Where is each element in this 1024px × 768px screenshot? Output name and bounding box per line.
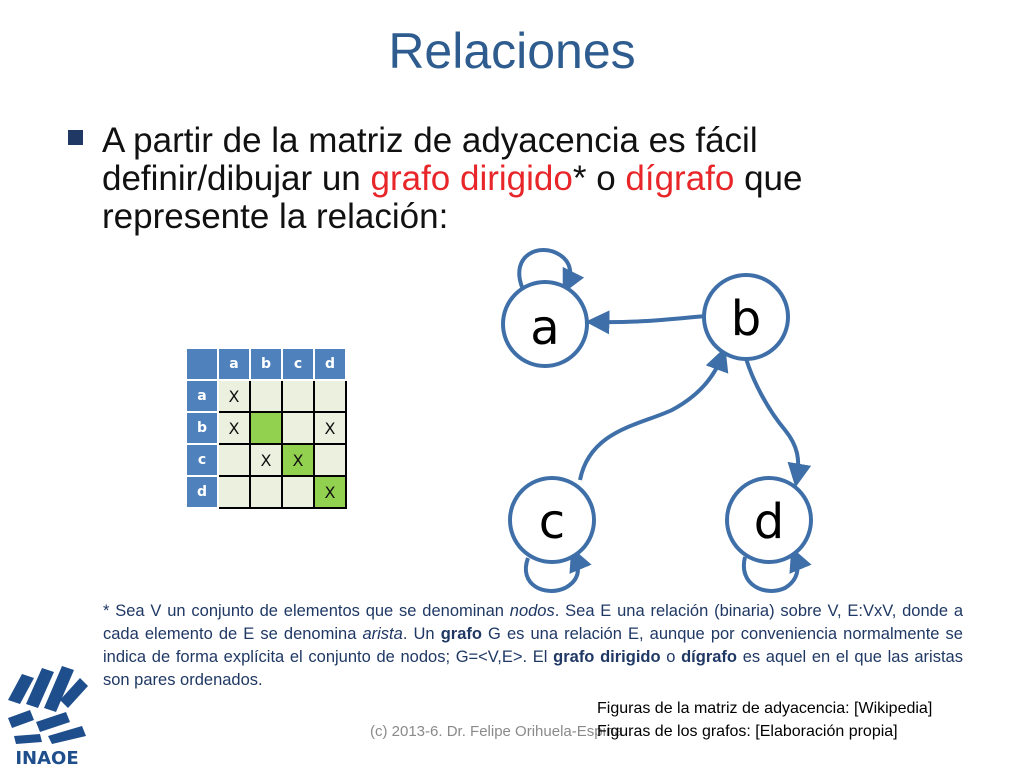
footnote-term-nodos: nodos bbox=[509, 602, 555, 620]
bullet-text-part1: A partir de la matriz de adyacencia es f… bbox=[102, 121, 758, 198]
matrix-corner bbox=[185, 347, 219, 381]
footnote-text: * Sea V un conjunto de elementos que se … bbox=[103, 602, 510, 620]
footnote-text: o bbox=[660, 648, 682, 666]
term-grafo-dirigido: grafo dirigido bbox=[370, 159, 573, 198]
copyright-footer: (c) 2013-6. Dr. Felipe Orihuela-Espina bbox=[370, 723, 623, 740]
matrix-cell bbox=[313, 379, 347, 413]
matrix-cell: X bbox=[281, 443, 315, 477]
footnote-text: G es una relación E, aunque por convenie… bbox=[103, 625, 963, 666]
matrix-col-header: b bbox=[249, 347, 283, 381]
footnote-term-arista: arista bbox=[362, 625, 403, 643]
footnote-text: es aquel en el que las aristas son pares… bbox=[103, 648, 963, 689]
matrix-cell bbox=[281, 379, 315, 413]
footnote-text: . Un bbox=[402, 625, 441, 643]
matrix-cell: X bbox=[249, 443, 283, 477]
logo-text: INAOE bbox=[15, 748, 78, 768]
node-c: c bbox=[508, 476, 596, 564]
slide-title: Relaciones bbox=[388, 23, 636, 79]
adjacency-matrix: a b c d a X b X X c X X d X bbox=[185, 347, 347, 509]
matrix-col-header: a bbox=[217, 347, 251, 381]
matrix-cell: X bbox=[217, 379, 251, 413]
footnote-term-grafo: grafo bbox=[440, 625, 482, 643]
matrix-cell bbox=[313, 443, 347, 477]
edge-d-d bbox=[741, 547, 812, 593]
edge-c-c bbox=[523, 547, 592, 593]
credit-graphs: Figuras de los grafos: [Elaboración prop… bbox=[597, 723, 898, 740]
node-b: b bbox=[702, 273, 790, 361]
matrix-cell bbox=[249, 475, 283, 509]
footnote-text: . Sea E una relación (binaria) sobre V, … bbox=[103, 602, 963, 643]
matrix-cell bbox=[217, 443, 251, 477]
bullet-text: A partir de la matriz de adyacencia es f… bbox=[102, 122, 972, 236]
node-label: a bbox=[530, 300, 559, 356]
edge-b-d bbox=[743, 354, 812, 488]
matrix-row-header: d bbox=[185, 475, 219, 509]
figure-credits: Figuras de la matriz de adyacencia: [Wik… bbox=[597, 697, 932, 743]
node-d: d bbox=[725, 476, 813, 564]
matrix-cell: X bbox=[313, 411, 347, 445]
matrix-header-row: a b c d bbox=[185, 347, 347, 381]
node-label: d bbox=[754, 494, 784, 550]
matrix-row-header: b bbox=[185, 411, 219, 445]
matrix-row: c X X bbox=[185, 443, 347, 477]
matrix-row-header: c bbox=[185, 443, 219, 477]
footnote-term-digrafo: dígrafo bbox=[681, 648, 738, 666]
matrix-row: a X bbox=[185, 379, 347, 413]
matrix-row: b X X bbox=[185, 411, 347, 445]
matrix-row-header: a bbox=[185, 379, 219, 413]
square-bullet-icon bbox=[68, 130, 83, 145]
bullet-text-part2: * o bbox=[572, 159, 626, 198]
matrix-cell bbox=[281, 411, 315, 445]
edge-c-b bbox=[578, 346, 729, 481]
term-digrafo: dígrafo bbox=[625, 159, 735, 198]
bullet-text-part3: que represente la relación: bbox=[102, 159, 803, 236]
matrix-cell: X bbox=[313, 475, 347, 509]
footnote-term-grafo-dirigido: grafo dirigido bbox=[553, 648, 661, 666]
credit-matrix: Figuras de la matriz de adyacencia: [Wik… bbox=[597, 700, 933, 717]
node-label: b bbox=[731, 291, 761, 347]
matrix-row: d X bbox=[185, 475, 347, 509]
matrix-cell bbox=[249, 379, 283, 413]
matrix-cell bbox=[217, 475, 251, 509]
matrix-col-header: d bbox=[313, 347, 347, 381]
node-label: c bbox=[539, 494, 565, 550]
matrix-cell: X bbox=[217, 411, 251, 445]
node-a: a bbox=[501, 280, 589, 368]
edge-a-a bbox=[517, 248, 585, 294]
matrix-col-header: c bbox=[281, 347, 315, 381]
matrix-cell bbox=[249, 411, 283, 445]
edge-b-a bbox=[585, 310, 707, 335]
inaoe-logo: INAOE bbox=[8, 666, 88, 768]
matrix-cell bbox=[281, 475, 315, 509]
footnote: * Sea V un conjunto de elementos que se … bbox=[103, 600, 963, 692]
